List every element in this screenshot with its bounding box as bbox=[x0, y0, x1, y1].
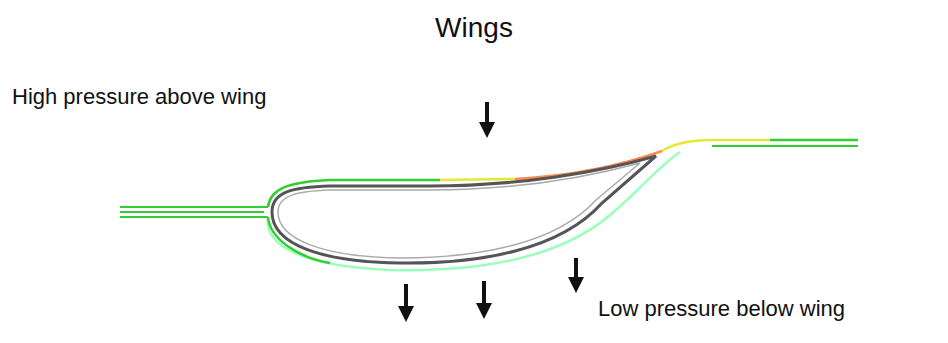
pressure-label: Low pressure below wing bbox=[598, 296, 845, 322]
diagram-title: Wings bbox=[435, 12, 513, 44]
upper-streamline bbox=[268, 140, 858, 207]
pressure-label: High pressure above wing bbox=[12, 84, 266, 110]
airfoil bbox=[272, 156, 656, 263]
lower-streamline bbox=[268, 152, 680, 270]
pressure-arrows bbox=[406, 102, 576, 314]
incoming-streamlines bbox=[120, 207, 268, 217]
